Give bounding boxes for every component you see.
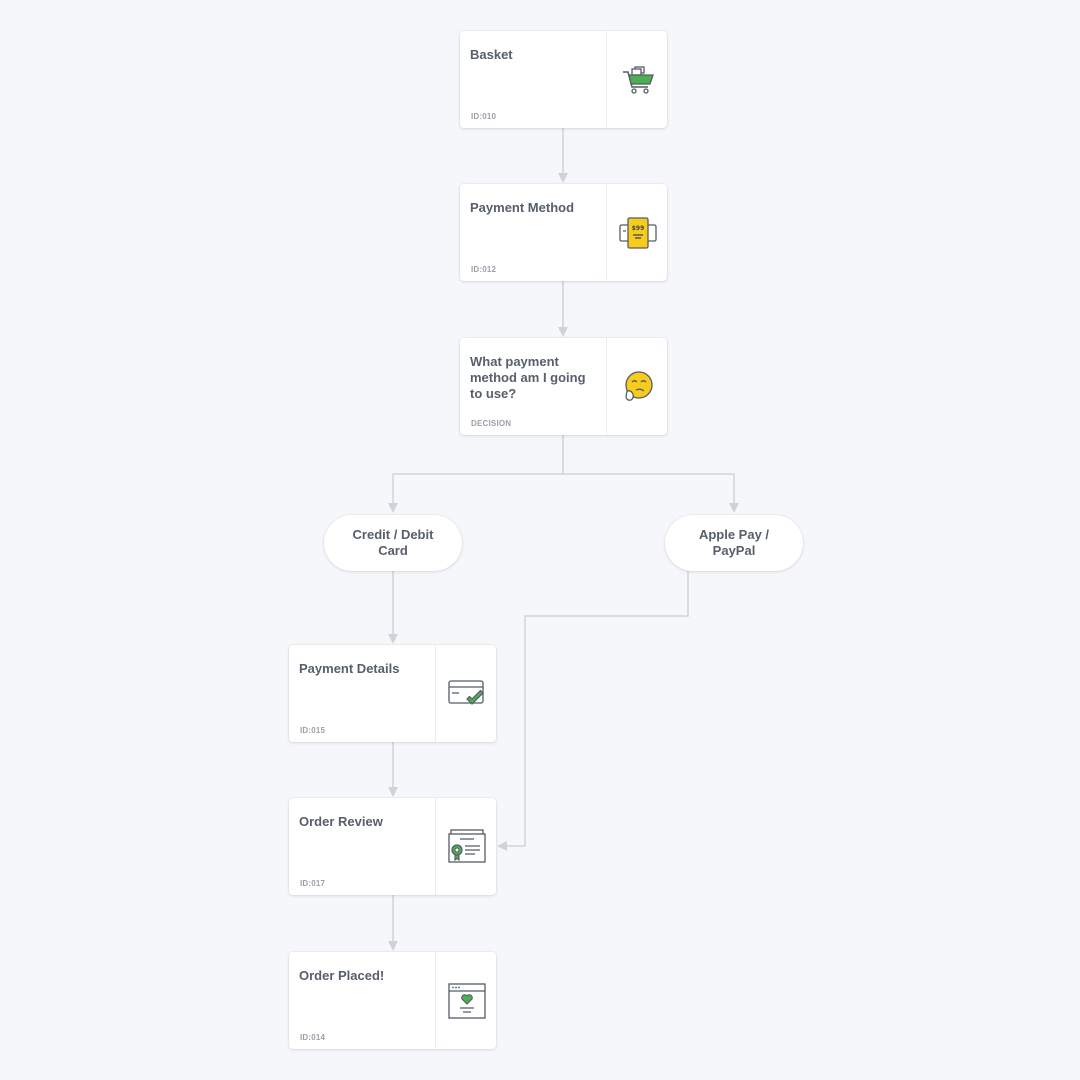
shopping-cart-icon bbox=[622, 65, 654, 94]
step-id: ID:017 bbox=[300, 879, 326, 888]
icon-cell bbox=[435, 952, 496, 1049]
option-apple-pay-paypal[interactable]: Apple Pay / PayPal bbox=[665, 515, 803, 571]
arrowhead bbox=[558, 327, 568, 337]
arrowhead bbox=[558, 173, 568, 183]
arrowhead bbox=[497, 841, 507, 851]
browser-heart-icon bbox=[447, 982, 486, 1019]
certificate-icon bbox=[447, 828, 486, 863]
connector-applepay-to-order-review bbox=[506, 571, 689, 847]
step-id: ID:014 bbox=[300, 1033, 326, 1042]
option-label: Credit / Debit Card bbox=[352, 527, 434, 558]
step-title: Payment Details bbox=[299, 661, 400, 676]
step-card-decision[interactable]: What payment method am I going to use? D… bbox=[460, 338, 667, 435]
card-body: Order Placed! ID:014 bbox=[289, 952, 435, 1049]
step-id: ID:010 bbox=[471, 112, 497, 121]
step-card-payment-details[interactable]: Payment Details ID:015 bbox=[289, 645, 496, 742]
arrowhead bbox=[388, 503, 398, 513]
step-title: Basket bbox=[470, 47, 513, 62]
card-body: What payment method am I going to use? D… bbox=[460, 338, 606, 435]
arrowhead bbox=[729, 503, 739, 513]
step-title: Order Placed! bbox=[299, 968, 385, 983]
step-card-order-review[interactable]: Order Review ID:017 bbox=[289, 798, 496, 895]
arrowhead bbox=[388, 787, 398, 797]
icon-cell: $99 bbox=[606, 184, 667, 281]
option-label: Apple Pay / PayPal bbox=[698, 527, 770, 558]
step-title: Payment Method bbox=[470, 200, 575, 215]
payment-terminal-icon: $99 bbox=[618, 216, 657, 249]
arrowhead bbox=[388, 941, 398, 951]
card-body: Order Review ID:017 bbox=[289, 798, 435, 895]
connector-decision-branches bbox=[392, 473, 735, 506]
thinking-face-icon bbox=[624, 370, 653, 401]
step-card-payment-method[interactable]: Payment Method ID:012 $99 bbox=[460, 184, 667, 281]
step-title: Order Review bbox=[299, 814, 383, 829]
step-id: ID:015 bbox=[300, 726, 326, 735]
arrowhead bbox=[388, 634, 398, 644]
card-check-icon bbox=[447, 679, 484, 705]
icon-cell bbox=[435, 798, 496, 895]
step-id: ID:012 bbox=[471, 265, 497, 274]
step-type: DECISION bbox=[471, 419, 512, 428]
card-body: Payment Method ID:012 bbox=[460, 184, 606, 281]
svg-text:$99: $99 bbox=[631, 225, 644, 232]
card-body: Basket ID:010 bbox=[460, 31, 606, 128]
step-title: What payment method am I going to use? bbox=[470, 354, 586, 401]
card-body: Payment Details ID:015 bbox=[289, 645, 435, 742]
step-card-basket[interactable]: Basket ID:010 bbox=[460, 31, 667, 128]
option-credit-debit-card[interactable]: Credit / Debit Card bbox=[324, 515, 462, 571]
icon-cell bbox=[606, 338, 667, 435]
icon-cell bbox=[435, 645, 496, 742]
step-card-order-placed[interactable]: Order Placed! ID:014 bbox=[289, 952, 496, 1049]
icon-cell bbox=[606, 31, 667, 128]
